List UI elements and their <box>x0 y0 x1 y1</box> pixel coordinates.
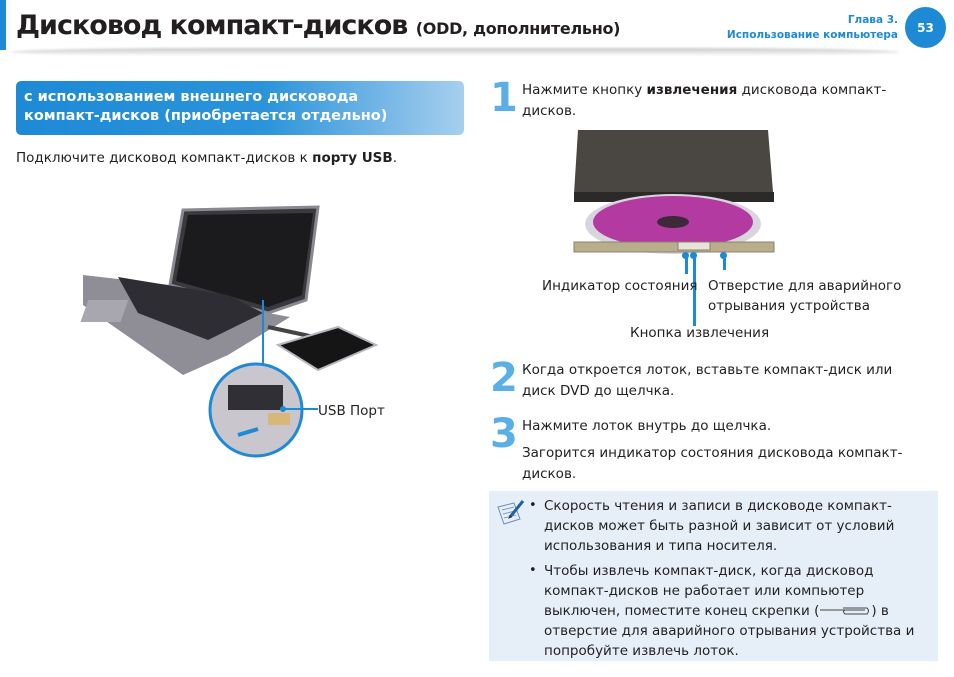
step-3-subtext: Загорится индикатор состояния дисковода … <box>522 445 903 482</box>
chapter-number: Глава 3. <box>847 14 898 26</box>
note-item-2-part1: Чтобы извлечь компакт-диск, когда дисков… <box>544 563 874 619</box>
note-bullet-1: • <box>529 498 537 513</box>
emergency-hole-dot <box>720 252 727 259</box>
intro-text: Подключите дисковод компакт-дисков к пор… <box>16 150 397 166</box>
step-number-2: 2 <box>490 355 518 401</box>
accent-bar <box>0 0 6 50</box>
laptop-usb-illustration <box>80 205 379 458</box>
step-1-prefix: Нажмите кнопку <box>522 82 647 98</box>
section-banner: с использованием внешнего дисковода комп… <box>16 81 464 135</box>
section-title-line1: с использованием внешнего дисковода <box>24 89 359 105</box>
emergency-hole-pointer <box>723 256 726 270</box>
page-title-main: Дисковод компакт-дисков <box>16 10 408 41</box>
status-indicator-dot <box>682 252 689 259</box>
chapter-title: Использование компьютера <box>726 29 898 41</box>
section-title-line2: компакт-дисков (приобретается отдельно) <box>24 108 388 124</box>
usb-port-label: USB Порт <box>318 403 385 419</box>
note-bullet-2: • <box>529 563 537 578</box>
step-2-text: Когда откроется лоток, вставьте компакт-… <box>522 362 893 399</box>
page-title: Дисковод компакт-дисков (ODD, дополнител… <box>16 10 620 41</box>
note-pencil-icon <box>497 500 525 525</box>
page-title-suffix: (ODD, дополнительно) <box>415 19 621 38</box>
emergency-hole-line1: Отверстие для аварийного <box>708 278 902 294</box>
step-number-3: 3 <box>490 411 518 457</box>
step-1-suffix: дисковода компакт-дисков. <box>522 82 887 119</box>
step-number-1: 1 <box>490 75 518 121</box>
intro-suffix: . <box>392 150 397 166</box>
step-1-bold: извлечения <box>646 82 738 98</box>
note-item-2-part2: ) в отверстие для аварийного отрывания у… <box>544 603 915 659</box>
optical-drive-illustration <box>573 130 775 254</box>
header-divider <box>10 48 900 56</box>
status-indicator-pointer <box>685 256 688 274</box>
step-3-text: Нажмите лоток внутрь до щелчка. <box>522 418 772 434</box>
status-indicator-label: Индикатор состояния <box>542 278 698 294</box>
emergency-hole-line2: отрывания устройства <box>708 298 870 314</box>
paperclip-icon <box>820 607 870 615</box>
note-item-2: Чтобы извлечь компакт-диск, когда дисков… <box>544 561 936 661</box>
intro-bold: порту USB <box>312 150 393 166</box>
eject-button-pointer <box>693 256 696 326</box>
page-number-badge: 53 <box>905 7 946 48</box>
eject-button-label: Кнопка извлечения <box>630 325 770 341</box>
chapter-label: Глава 3. Использование компьютера <box>727 13 898 43</box>
note-box <box>489 491 938 661</box>
note-item-1: Скорость чтения и записи в дисководе ком… <box>544 498 895 554</box>
step-1-text: Нажмите кнопку извлечения дисковода комп… <box>522 80 932 122</box>
eject-button-dot <box>690 252 697 259</box>
intro-prefix: Подключите дисковод компакт-дисков к <box>16 150 313 166</box>
emergency-hole-label: Отверстие для аварийного отрывания устро… <box>708 276 901 316</box>
